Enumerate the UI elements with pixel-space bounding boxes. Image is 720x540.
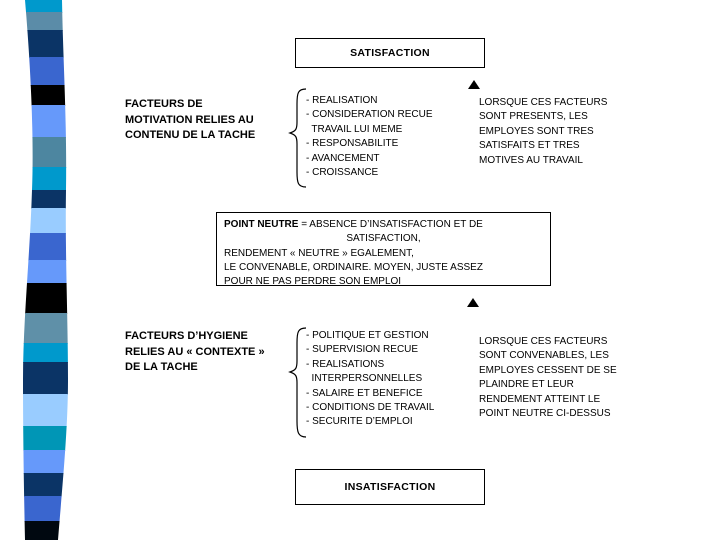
neutral-line-1: POINT NEUTRE = ABSENCE D’INSATISFACTION … [224, 218, 543, 232]
motivation-effect-text: LORSQUE CES FACTEURS SONT PRESENTS, LES … [479, 97, 608, 166]
neutral-line-2: SATISFACTION, [346, 233, 421, 245]
up-triangle-icon [468, 80, 480, 89]
insatisfaction-box: INSATISFACTION [295, 469, 485, 505]
left-brace-hygiene [288, 327, 307, 438]
left-brace-motivation [288, 88, 307, 188]
neutral-line-5: POUR NE PAS PERDRE SON EMPLOI [224, 276, 402, 288]
insatisfaction-label: INSATISFACTION [344, 481, 436, 493]
hygiene-factors-label: FACTEURS D’HYGIENE RELIES AU « CONTEXTE … [125, 330, 265, 374]
up-triangle-icon [467, 298, 479, 307]
neutral-line-1-rest: = ABSENCE D’INSATISFACTION ET DE [298, 219, 483, 230]
neutral-title: POINT NEUTRE [224, 219, 299, 230]
motivation-factors-label: FACTEURS DE MOTIVATION RELIES AU CONTENU… [125, 98, 256, 142]
hygiene-items-list: - POLITIQUE ET GESTION - SUPERVISION REC… [306, 330, 435, 428]
satisfaction-label: SATISFACTION [350, 47, 430, 59]
ribbon-segments [23, 0, 68, 540]
motivation-items-list: - REALISATION - CONSIDERATION RECUE TRAV… [306, 95, 433, 179]
satisfaction-box: SATISFACTION [295, 38, 485, 68]
neutral-line-4: LE CONVENABLE, ORDINAIRE. MOYEN, JUSTE A… [224, 261, 483, 273]
hygiene-effect-text: LORSQUE CES FACTEURS SONT CONVENABLES, L… [479, 336, 617, 420]
ribbon-decoration [23, 0, 68, 540]
neutral-point-box: POINT NEUTRE = ABSENCE D’INSATISFACTION … [216, 212, 551, 288]
neutral-line-3: RENDEMENT « NEUTRE » EGALEMENT, [224, 247, 414, 259]
